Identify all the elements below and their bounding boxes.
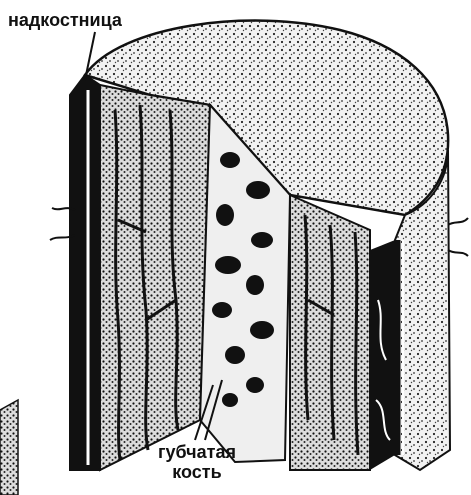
marrow-strip [370, 240, 395, 470]
bone-fragment [0, 400, 18, 495]
label-spongy-bone-line1: губчатая [158, 442, 236, 462]
periosteum-layer-left [70, 75, 100, 470]
label-spongy-bone: губчатая кость [158, 442, 236, 482]
label-periosteum: надкостница [8, 10, 122, 30]
label-spongy-bone-line2: кость [158, 462, 236, 482]
